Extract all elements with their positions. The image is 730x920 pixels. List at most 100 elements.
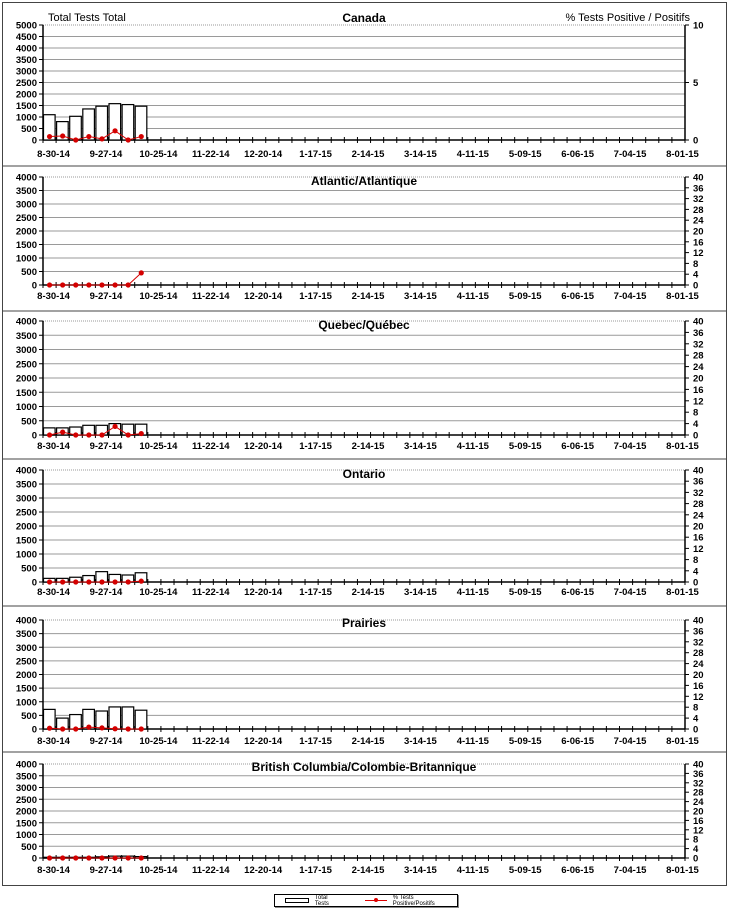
y-tick-label: 4500 [16, 32, 37, 43]
x-tick-label: 4-11-15 [457, 587, 490, 598]
bar [108, 103, 122, 141]
y-tick-label: 1000 [16, 402, 37, 413]
pct-point [138, 430, 144, 437]
legend-bar-swatch [285, 898, 309, 903]
pct-point [46, 579, 53, 585]
x-tick-label: 2-14-15 [352, 587, 385, 598]
pct-point [73, 726, 79, 732]
y-tick-label: 0 [32, 136, 37, 147]
x-tick-label: 9-27-14 [90, 865, 123, 876]
pct-point [60, 429, 66, 435]
y2-tick-label: 24 [693, 216, 704, 227]
y-tick-label: 1500 [16, 684, 37, 695]
y2-tick-label: 0 [693, 281, 698, 292]
y2-tick-label: 36 [693, 769, 704, 780]
y2-tick-label: 0 [693, 431, 698, 442]
y2-tick-label: 8 [693, 703, 698, 714]
x-tick-label: 9-27-14 [90, 441, 123, 452]
x-tick-label: 2-14-15 [352, 291, 385, 302]
pct-point [46, 282, 53, 288]
x-tick-label: 8-30-14 [37, 149, 70, 160]
x-tick-label: 7-04-15 [614, 291, 647, 302]
y2-tick-label: 8 [693, 259, 698, 270]
x-tick-label: 8-30-14 [37, 291, 70, 302]
x-tick-label: 2-14-15 [352, 736, 385, 747]
pct-point [73, 579, 79, 585]
y-tick-label: 1000 [16, 697, 37, 708]
x-tick-label: 12-20-14 [244, 736, 283, 747]
y-tick-label: 3500 [16, 55, 37, 66]
y2-tick-label: 0 [693, 578, 698, 589]
x-tick-label: 8-01-15 [666, 149, 699, 160]
y2-tick-label: 28 [693, 648, 704, 659]
y2-tick-label: 0 [693, 725, 698, 736]
x-tick-label: 7-04-15 [614, 149, 647, 160]
pct-point [138, 578, 144, 584]
y2-tick-label: 40 [693, 173, 704, 184]
x-tick-label: 8-01-15 [666, 587, 699, 598]
pct-point [99, 282, 105, 288]
pct-point [125, 579, 131, 585]
x-tick-label: 11-22-14 [192, 865, 230, 876]
y-tick-label: 1000 [16, 113, 37, 124]
pct-point [86, 724, 92, 730]
y-tick-label: 3000 [16, 783, 37, 794]
x-tick-label: 5-09-15 [509, 291, 542, 302]
y-tick-label: 3500 [16, 186, 37, 197]
pct-point [112, 128, 118, 134]
y-tick-label: 0 [32, 431, 37, 442]
y2-tick-label: 0 [693, 136, 698, 147]
x-tick-label: 2-14-15 [352, 149, 385, 160]
y2-tick-label: 36 [693, 477, 704, 488]
y-tick-label: 500 [21, 842, 37, 853]
y2-tick-label: 8 [693, 835, 698, 846]
y-tick-label: 2000 [16, 807, 37, 818]
pct-point [60, 282, 66, 288]
y-tick-label: 4000 [16, 173, 37, 184]
y-tick-label: 3500 [16, 331, 37, 342]
y2-tick-label: 36 [693, 328, 704, 339]
y-tick-label: 2500 [16, 508, 37, 519]
y-tick-label: 1500 [16, 388, 37, 399]
x-tick-label: 6-06-15 [561, 291, 594, 302]
x-tick-label: 3-14-15 [404, 291, 437, 302]
y2-tick-label: 28 [693, 499, 704, 510]
pct-point [86, 855, 92, 861]
x-tick-label: 5-09-15 [509, 149, 542, 160]
y-tick-label: 2500 [16, 78, 37, 89]
y2-tick-label: 20 [693, 670, 704, 681]
legend-line-label: % Tests Positive/Positifs [392, 894, 435, 907]
x-tick-label: 3-14-15 [404, 441, 437, 452]
pct-point [112, 855, 118, 861]
x-tick-label: 8-30-14 [37, 865, 70, 876]
pct-point [60, 726, 66, 732]
x-tick-label: 4-11-15 [457, 865, 490, 876]
pct-point [125, 855, 131, 861]
x-tick-label: 11-22-14 [192, 587, 230, 598]
y2-tick-label: 5 [693, 78, 699, 89]
y2-tick-label: 40 [693, 466, 704, 477]
bar [121, 706, 135, 730]
panel-0: 0500100015002000250030003500400045005000… [3, 11, 727, 167]
pct-point [99, 136, 105, 142]
x-tick-label: 5-09-15 [509, 587, 542, 598]
pct-point [99, 725, 105, 731]
x-tick-label: 10-25-14 [139, 587, 178, 598]
x-tick-label: 4-11-15 [457, 736, 490, 747]
y2-tick-label: 32 [693, 637, 704, 648]
x-tick-label: 10-25-14 [139, 291, 178, 302]
x-tick-label: 2-14-15 [352, 441, 385, 452]
pct-point [112, 726, 118, 732]
y-tick-label: 500 [21, 267, 37, 278]
y-tick-label: 2000 [16, 374, 37, 385]
y2-tick-label: 28 [693, 788, 704, 799]
y2-tick-label: 20 [693, 522, 704, 533]
x-tick-label: 6-06-15 [561, 149, 594, 160]
x-tick-label: 6-06-15 [561, 736, 594, 747]
panel-title: Ontario [343, 467, 386, 481]
pct-point [86, 133, 92, 140]
x-tick-label: 8-01-15 [666, 736, 699, 747]
pct-point [46, 133, 53, 140]
y-tick-label: 4000 [16, 760, 37, 771]
